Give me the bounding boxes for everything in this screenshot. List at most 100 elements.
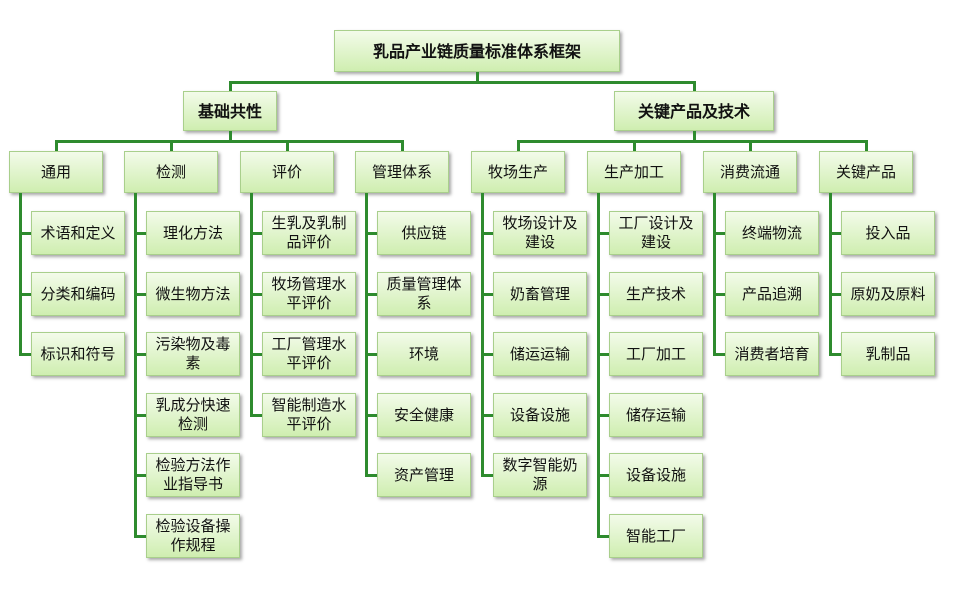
item-connector (481, 474, 493, 477)
item-node: 安全健康 (377, 393, 471, 437)
category-connector (633, 140, 636, 151)
item-node: 工厂加工 (609, 332, 703, 376)
item-node: 储运运输 (493, 332, 587, 376)
item-connector (134, 232, 146, 235)
item-connector (829, 293, 841, 296)
category-connector (170, 140, 173, 151)
category-connector (749, 140, 752, 151)
item-node: 术语和定义 (31, 211, 125, 255)
item-connector (713, 353, 725, 356)
item-node: 产品追溯 (725, 272, 819, 316)
item-connector (829, 353, 841, 356)
category-spine-line (597, 193, 600, 537)
category-spine-line (250, 193, 253, 416)
item-node: 生乳及乳制品评价 (262, 211, 356, 255)
group-connector (229, 81, 232, 91)
item-connector (597, 232, 609, 235)
item-connector (19, 353, 31, 356)
category-node-2-4: 关键产品 (819, 151, 913, 193)
item-connector (19, 232, 31, 235)
item-node: 乳成分快速检测 (146, 393, 240, 437)
item-node: 理化方法 (146, 211, 240, 255)
root-connector (476, 72, 479, 82)
item-connector (597, 474, 609, 477)
item-node: 工厂设计及建设 (609, 211, 703, 255)
item-connector (597, 293, 609, 296)
item-connector (250, 293, 262, 296)
item-connector (365, 414, 377, 417)
category-node-2-2: 生产加工 (587, 151, 681, 193)
category-node-1-3: 评价 (240, 151, 334, 193)
item-connector (134, 353, 146, 356)
item-node: 智能制造水平评价 (262, 393, 356, 437)
category-spine-line (481, 193, 484, 476)
item-node: 工厂管理水平评价 (262, 332, 356, 376)
root-node: 乳品产业链质量标准体系框架 (334, 30, 620, 72)
item-connector (713, 293, 725, 296)
item-connector (481, 293, 493, 296)
item-node: 终端物流 (725, 211, 819, 255)
category-spine-line (19, 193, 22, 355)
item-connector (134, 293, 146, 296)
item-node: 数字智能奶源 (493, 453, 587, 497)
item-connector (829, 232, 841, 235)
group-bus-line (517, 140, 868, 143)
category-node-1-1: 通用 (9, 151, 103, 193)
item-connector (365, 474, 377, 477)
item-connector (134, 414, 146, 417)
group-node-1: 基础共性 (183, 91, 277, 131)
item-node: 污染物及毒素 (146, 332, 240, 376)
item-node: 设备设施 (609, 453, 703, 497)
group-down-connector (693, 131, 696, 141)
item-connector (134, 474, 146, 477)
category-node-2-1: 牧场生产 (471, 151, 565, 193)
item-node: 储存运输 (609, 393, 703, 437)
category-spine-line (829, 193, 832, 355)
item-connector (365, 293, 377, 296)
item-node: 微生物方法 (146, 272, 240, 316)
category-node-1-4: 管理体系 (355, 151, 449, 193)
item-node: 检验方法作业指导书 (146, 453, 240, 497)
item-connector (250, 232, 262, 235)
item-node: 分类和编码 (31, 272, 125, 316)
group-node-2: 关键产品及技术 (614, 91, 774, 131)
category-node-1-2: 检测 (124, 151, 218, 193)
category-spine-line (365, 193, 368, 476)
item-node: 标识和符号 (31, 332, 125, 376)
item-node: 奶畜管理 (493, 272, 587, 316)
item-connector (250, 353, 262, 356)
item-node: 质量管理体系 (377, 272, 471, 316)
item-node: 原奶及原料 (841, 272, 935, 316)
category-connector (286, 140, 289, 151)
group-down-connector (229, 131, 232, 141)
item-connector (250, 414, 262, 417)
item-connector (365, 353, 377, 356)
item-connector (481, 232, 493, 235)
item-connector (481, 414, 493, 417)
item-connector (19, 293, 31, 296)
item-connector (134, 535, 146, 538)
category-node-2-3: 消费流通 (703, 151, 797, 193)
item-connector (365, 232, 377, 235)
item-node: 环境 (377, 332, 471, 376)
item-connector (713, 232, 725, 235)
item-node: 智能工厂 (609, 514, 703, 558)
group-connector (693, 81, 696, 91)
item-node: 生产技术 (609, 272, 703, 316)
category-spine-line (713, 193, 716, 355)
category-spine-line (134, 193, 137, 537)
item-node: 牧场设计及建设 (493, 211, 587, 255)
item-node: 供应链 (377, 211, 471, 255)
item-node: 投入品 (841, 211, 935, 255)
item-connector (597, 414, 609, 417)
item-connector (597, 535, 609, 538)
item-node: 牧场管理水平评价 (262, 272, 356, 316)
item-node: 乳制品 (841, 332, 935, 376)
item-node: 检验设备操作规程 (146, 514, 240, 558)
root-bus-line (229, 81, 696, 84)
category-connector (517, 140, 520, 151)
item-node: 设备设施 (493, 393, 587, 437)
category-connector (401, 140, 404, 151)
item-node: 消费者培育 (725, 332, 819, 376)
